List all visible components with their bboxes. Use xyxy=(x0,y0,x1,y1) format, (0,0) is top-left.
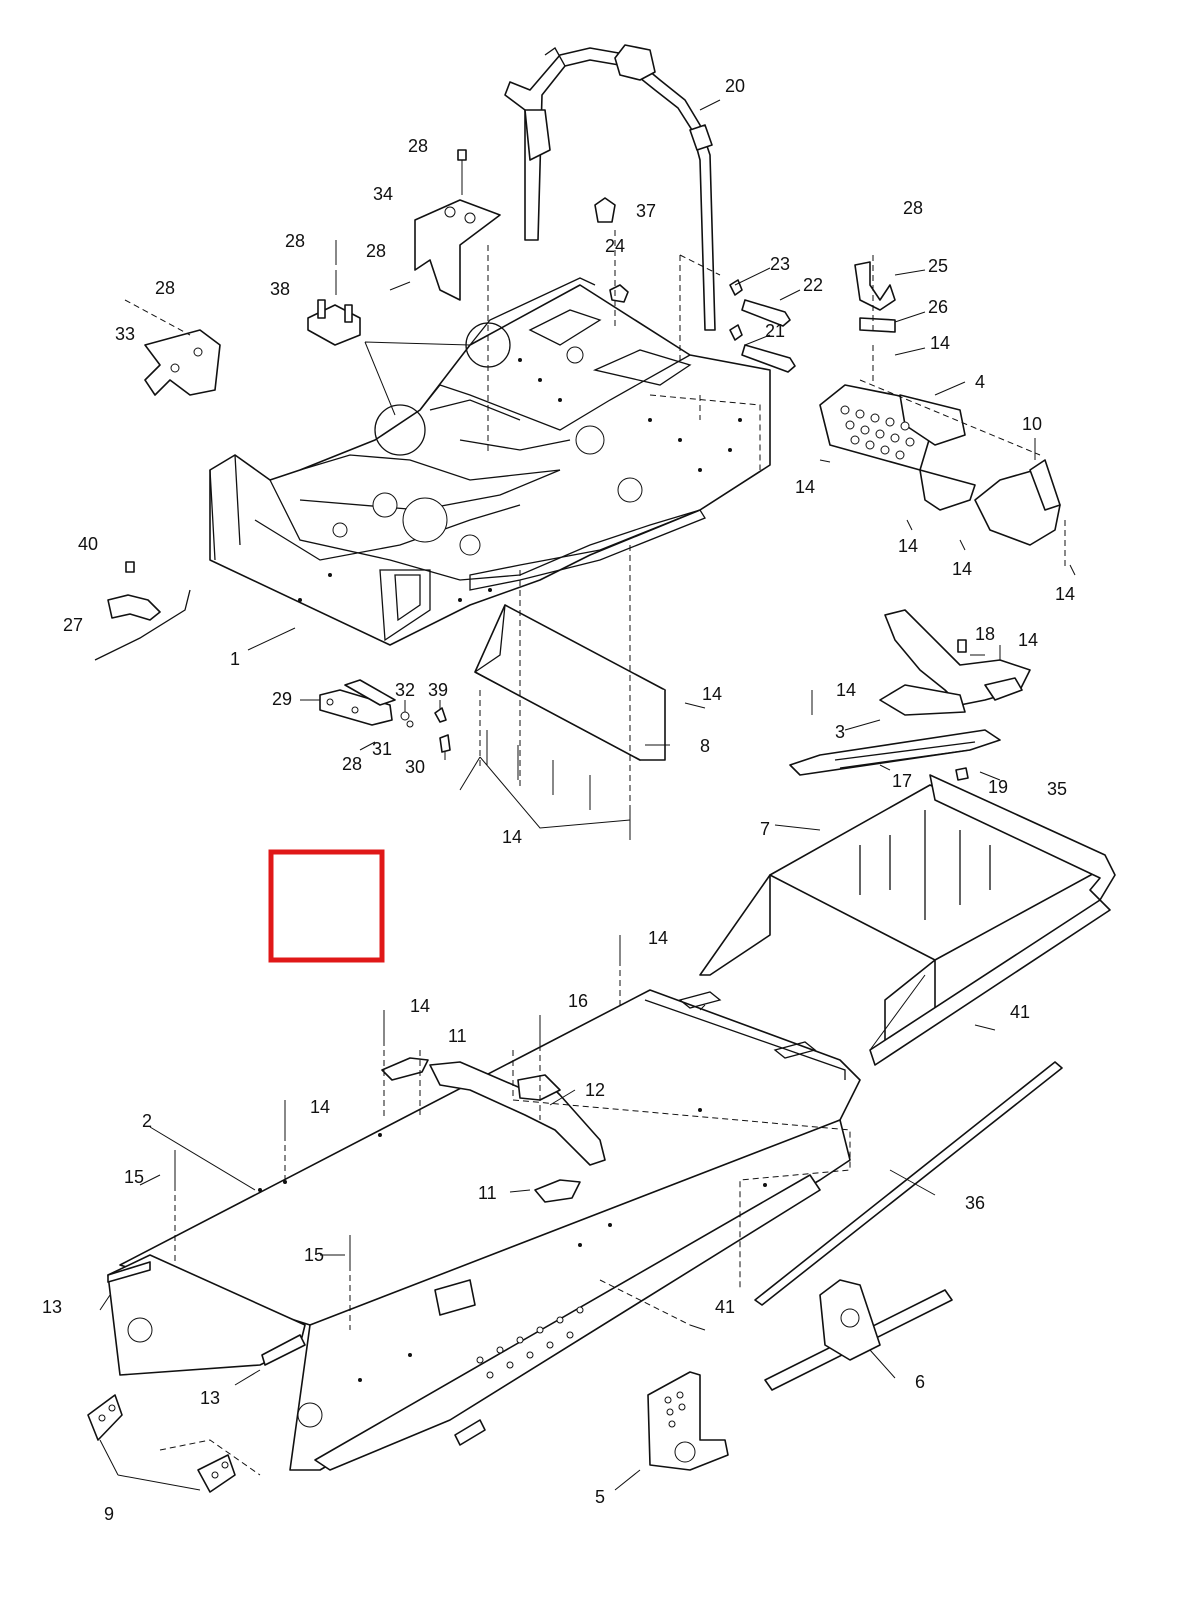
callout-27: 27 xyxy=(63,615,83,635)
bracket-part-5 xyxy=(647,1371,729,1471)
callout-15-a: 15 xyxy=(124,1167,144,1187)
callout-37: 37 xyxy=(636,201,656,221)
callout-14-c: 14 xyxy=(898,536,918,556)
callout-13-lower: 13 xyxy=(200,1388,220,1408)
callout-7: 7 xyxy=(760,819,770,839)
leader-lines xyxy=(99,99,1036,1491)
callout-14-l: 14 xyxy=(310,1097,330,1117)
hinge-part-29 xyxy=(319,679,451,753)
leader-14-bottom xyxy=(459,756,631,829)
callout-28-f: 28 xyxy=(342,754,362,774)
rollbar-hardware xyxy=(487,197,796,470)
rivets xyxy=(174,459,1076,1331)
footrest-assembly-part-3 xyxy=(789,609,1031,781)
callout-10: 10 xyxy=(1022,414,1042,434)
bracket-part-12 xyxy=(429,1061,606,1166)
bracket-part-33 xyxy=(124,299,221,396)
callout-8: 8 xyxy=(700,736,710,756)
callout-20: 20 xyxy=(725,76,745,96)
bracket-part-6 xyxy=(764,1279,953,1391)
callout-31: 31 xyxy=(372,739,392,759)
callout-14-j: 14 xyxy=(648,928,668,948)
callout-14-h: 14 xyxy=(702,684,722,704)
leader-9 xyxy=(99,1439,201,1491)
callout-15-b: 15 xyxy=(304,1245,324,1265)
brackets-part-25-26 xyxy=(854,255,896,385)
callout-24: 24 xyxy=(605,236,625,256)
callout-16: 16 xyxy=(568,991,588,1011)
callout-28-c: 28 xyxy=(366,241,386,261)
platform-part-7 xyxy=(699,774,1116,1066)
clip-part-27 xyxy=(94,561,191,661)
callout-11-upper: 11 xyxy=(448,1026,467,1046)
callout-14-e: 14 xyxy=(1055,584,1075,604)
callout-18: 18 xyxy=(975,624,995,644)
callout-13-left: 13 xyxy=(42,1297,62,1317)
callout-28-e: 28 xyxy=(903,198,923,218)
bracket-part-38 xyxy=(307,240,411,346)
callout-6: 6 xyxy=(915,1372,925,1392)
callout-2: 2 xyxy=(142,1111,152,1131)
callout-28-a: 28 xyxy=(408,136,428,156)
callout-28-b: 28 xyxy=(285,231,305,251)
callout-30: 30 xyxy=(405,757,425,777)
callout-14-g: 14 xyxy=(836,680,856,700)
callout-12: 12 xyxy=(585,1080,605,1100)
callout-labels: 1 2 3 4 5 6 7 8 9 10 11 11 12 13 13 14 1… xyxy=(42,76,1075,1524)
callout-14-k: 14 xyxy=(410,996,430,1016)
callout-25: 25 xyxy=(928,256,948,276)
callout-1: 1 xyxy=(230,649,240,669)
callout-21: 21 xyxy=(765,321,785,341)
callout-36: 36 xyxy=(965,1193,985,1213)
bracket-part-34 xyxy=(414,149,501,301)
callout-22: 22 xyxy=(803,275,823,295)
callout-3: 3 xyxy=(835,722,845,742)
callout-23: 23 xyxy=(770,254,790,274)
bracket-part-13 xyxy=(107,1254,306,1376)
rod-part-36 xyxy=(454,1061,1063,1446)
callout-14-i: 14 xyxy=(502,827,522,847)
callout-34: 34 xyxy=(373,184,393,204)
callout-35: 35 xyxy=(1047,779,1067,799)
callout-14-d: 14 xyxy=(952,559,972,579)
callout-39: 39 xyxy=(428,680,448,700)
callout-29: 29 xyxy=(272,689,292,709)
callout-17: 17 xyxy=(892,771,912,791)
callout-28-d: 28 xyxy=(155,278,175,298)
upper-frame-part-1 xyxy=(209,277,771,646)
roll-bar-part-20 xyxy=(504,44,716,331)
tunnel-part-2 xyxy=(119,989,861,1471)
bracket-part-10 xyxy=(974,459,1061,546)
callout-32: 32 xyxy=(395,680,415,700)
callout-19: 19 xyxy=(988,777,1008,797)
callout-5: 5 xyxy=(595,1487,605,1507)
callout-4: 4 xyxy=(975,372,985,392)
callout-11-lower: 11 xyxy=(478,1183,497,1203)
callout-41-lower: 41 xyxy=(715,1297,735,1317)
callout-26: 26 xyxy=(928,297,948,317)
highlight-box xyxy=(268,849,385,963)
callout-14-b: 14 xyxy=(795,477,815,497)
alignment-lines xyxy=(159,379,1066,1476)
guard-part-4 xyxy=(819,384,976,511)
callout-40: 40 xyxy=(78,534,98,554)
bracket-part-11 xyxy=(381,1057,581,1203)
callout-38: 38 xyxy=(270,279,290,299)
guard-part-8 xyxy=(474,604,666,761)
callout-14-f: 14 xyxy=(1018,630,1038,650)
callout-14-a: 14 xyxy=(930,333,950,353)
callout-9: 9 xyxy=(104,1504,114,1524)
callout-33: 33 xyxy=(115,324,135,344)
plates-part-9 xyxy=(87,1394,236,1493)
callout-41-right: 41 xyxy=(1010,1002,1030,1022)
